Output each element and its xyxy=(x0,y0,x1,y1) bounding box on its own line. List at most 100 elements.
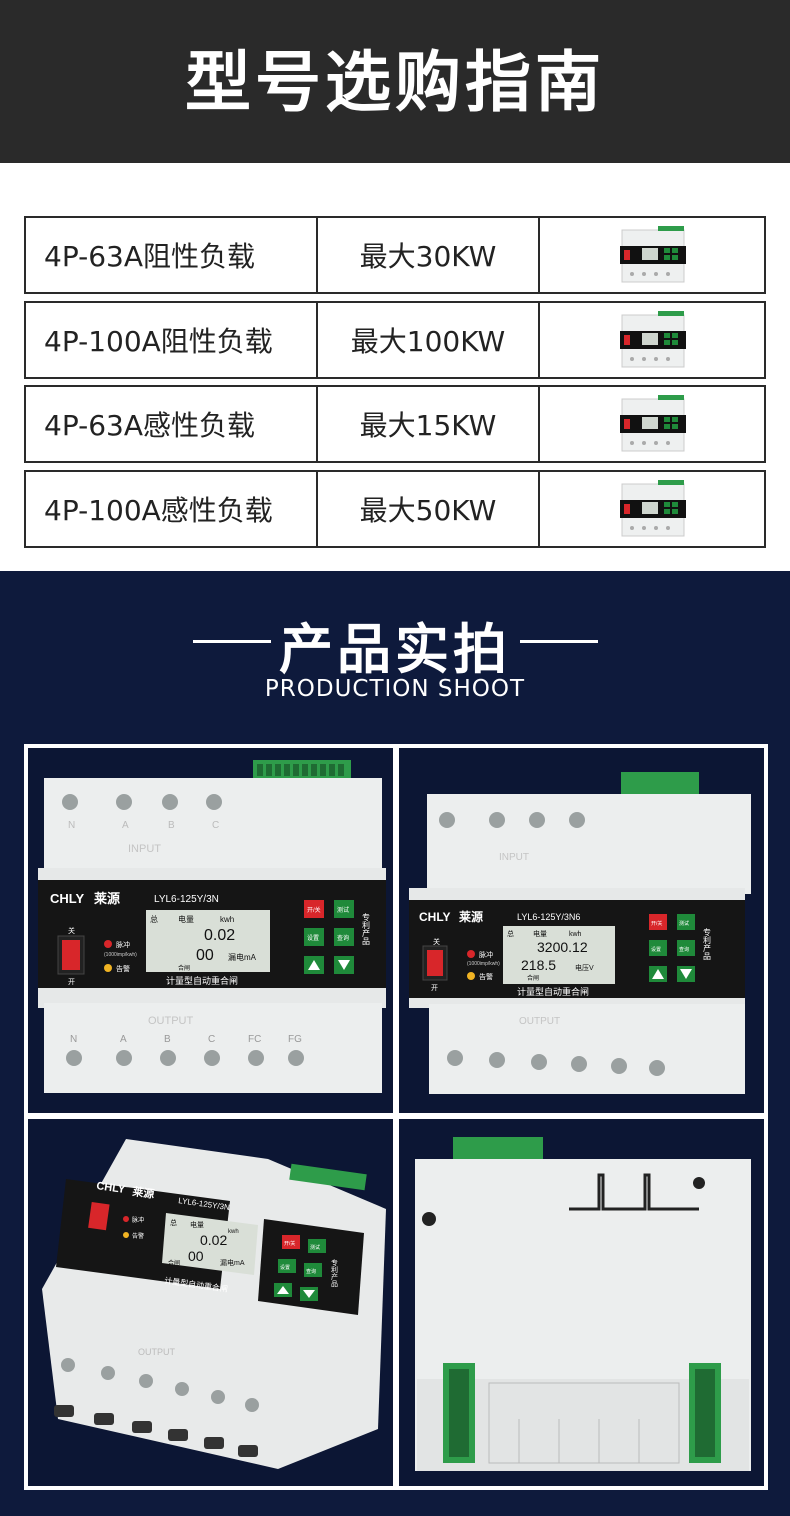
switch-off-label: 关 xyxy=(433,937,440,946)
terminal-label: C xyxy=(212,820,219,831)
lcd-energy: 电量 xyxy=(533,929,547,938)
brand-cn-label: 莱源 xyxy=(94,891,120,906)
section-subtitle: PRODUCTION SHOOT xyxy=(264,676,526,702)
set-button-label: 设置 xyxy=(307,934,319,942)
terminal-label: N xyxy=(70,1034,77,1045)
spec-model: 4P-100A阻性负载 xyxy=(44,325,273,358)
model-label: LYL6-125Y/3N xyxy=(154,894,219,905)
switch-on-label: 开 xyxy=(431,984,438,992)
photo-perspective-view: CHLY 莱源 LYL6-125Y/3N 脉冲 告警 总 电量 kwh 0.02… xyxy=(28,1119,393,1486)
spec-thumbnail xyxy=(538,472,766,546)
device-thumbnail-image xyxy=(620,311,686,368)
test-button-label: 测试 xyxy=(310,1244,320,1251)
terminal-label: FG xyxy=(288,1034,302,1045)
spec-power: 最大30KW xyxy=(316,218,538,292)
photo-rear-view xyxy=(399,1119,764,1486)
switch-off-label: 关 xyxy=(68,926,75,935)
output-label: OUTPUT xyxy=(148,1015,194,1027)
down-arrow-icon xyxy=(303,1290,315,1298)
photo-angled-view: INPUT CHLY 莱源 LYL6-125Y/3N6 关 开 脉冲 (1000… xyxy=(399,748,764,1113)
query-button-label: 查询 xyxy=(679,946,689,953)
output-label: OUTPUT xyxy=(138,1347,176,1357)
lcd-unit: kwh xyxy=(220,915,234,924)
input-label: INPUT xyxy=(499,852,529,863)
lcd-value: 3200.12 xyxy=(537,939,588,955)
pulse-rate-label: (1000imp/kwh) xyxy=(467,961,500,967)
device-name-label: 计量型自动重合闸 xyxy=(517,986,589,997)
pulse-label: 脉冲 xyxy=(132,1216,144,1224)
spec-thumbnail xyxy=(538,387,766,461)
terminal-label: B xyxy=(164,1034,171,1045)
lcd-value: 0.02 xyxy=(200,1232,227,1248)
brand-label: CHLY xyxy=(96,1180,127,1196)
lcd-total: 总 xyxy=(507,929,514,938)
brand-label: CHLY xyxy=(50,891,85,906)
test-button-label: 测试 xyxy=(337,906,349,914)
terminal-label: A xyxy=(120,1034,127,1045)
spec-model: 4P-63A阻性负载 xyxy=(44,240,255,273)
onoff-button-label: 开/关 xyxy=(651,920,662,927)
lcd-closed: 合闸 xyxy=(178,964,190,972)
lcd-energy: 电量 xyxy=(190,1220,204,1229)
lcd-unit: kwh xyxy=(569,931,582,938)
spec-row: 4P-100A感性负载 最大50KW xyxy=(24,470,766,548)
lcd-voltage: 电压V xyxy=(575,963,594,972)
alarm-label: 告警 xyxy=(479,972,493,981)
device-thumbnail-image xyxy=(620,226,686,283)
lcd-value: 00 xyxy=(196,947,214,964)
up-arrow-icon xyxy=(308,960,320,970)
lcd-closed: 合闸 xyxy=(168,1259,180,1267)
device-name-label: 计量型自动重合闸 xyxy=(166,975,238,986)
lcd-value: 218.5 xyxy=(521,957,556,973)
lcd-value: 0.02 xyxy=(204,927,235,944)
terminal-label: C xyxy=(208,1034,215,1045)
brand-cn-label: 莱源 xyxy=(132,1184,156,1201)
query-button-label: 查询 xyxy=(337,934,349,942)
lcd-total: 总 xyxy=(170,1218,177,1227)
output-label: OUTPUT xyxy=(519,1016,560,1027)
pulse-rate-label: (1000imp/kwh) xyxy=(104,952,137,958)
up-arrow-icon xyxy=(277,1286,289,1294)
brand-label: CHLY xyxy=(419,910,451,924)
alarm-label: 告警 xyxy=(116,964,130,973)
set-button-label: 设置 xyxy=(280,1264,290,1271)
lcd-unit: kwh xyxy=(228,1229,239,1235)
down-arrow-icon xyxy=(680,969,692,979)
lcd-value: 00 xyxy=(188,1248,204,1264)
pulse-label: 脉冲 xyxy=(479,950,493,959)
test-button-label: 测试 xyxy=(679,920,689,927)
terminal-label: FC xyxy=(248,1034,261,1045)
patent-label: 专利产品 xyxy=(362,912,371,946)
title-left-rule xyxy=(193,640,271,643)
photo-front-view: N A B C INPUT CHLY 莱源 LYL6-125Y/3N 关 开 脉… xyxy=(28,748,393,1113)
device-thumbnail-image xyxy=(620,480,686,537)
spec-model: 4P-100A感性负载 xyxy=(44,494,273,527)
spec-power: 最大50KW xyxy=(316,472,538,546)
patent-label: 专利产品 xyxy=(703,927,712,961)
down-arrow-icon xyxy=(338,960,350,970)
lcd-leak: 漏电mA xyxy=(228,952,257,962)
model-label: LYL6-125Y/3N6 xyxy=(517,912,580,922)
up-arrow-icon xyxy=(652,969,664,979)
terminal-label: B xyxy=(168,820,175,831)
onoff-button-label: 开/关 xyxy=(307,906,321,914)
query-button-label: 查询 xyxy=(306,1268,316,1275)
header-banner: 型号选购指南 xyxy=(0,0,790,163)
set-button-label: 设置 xyxy=(651,946,661,953)
terminal-label: A xyxy=(122,820,129,831)
lcd-closed: 合闸 xyxy=(527,974,539,982)
spec-power: 最大100KW xyxy=(316,303,538,377)
lcd-leak: 漏电mA xyxy=(220,1258,245,1267)
pulse-label: 脉冲 xyxy=(116,940,130,949)
terminal-label: N xyxy=(68,820,75,831)
page-title: 型号选购指南 xyxy=(185,44,605,121)
switch-on-label: 开 xyxy=(68,978,75,986)
alarm-label: 告警 xyxy=(132,1232,144,1240)
photo-grid: N A B C INPUT CHLY 莱源 LYL6-125Y/3N 关 开 脉… xyxy=(24,744,768,1490)
spec-row: 4P-63A感性负载 最大15KW xyxy=(24,385,766,463)
spec-power: 最大15KW xyxy=(316,387,538,461)
title-right-rule xyxy=(520,640,598,643)
spec-thumbnail xyxy=(538,303,766,377)
patent-label: 专利产品 xyxy=(331,1258,339,1288)
lcd-energy: 电量 xyxy=(178,914,194,924)
